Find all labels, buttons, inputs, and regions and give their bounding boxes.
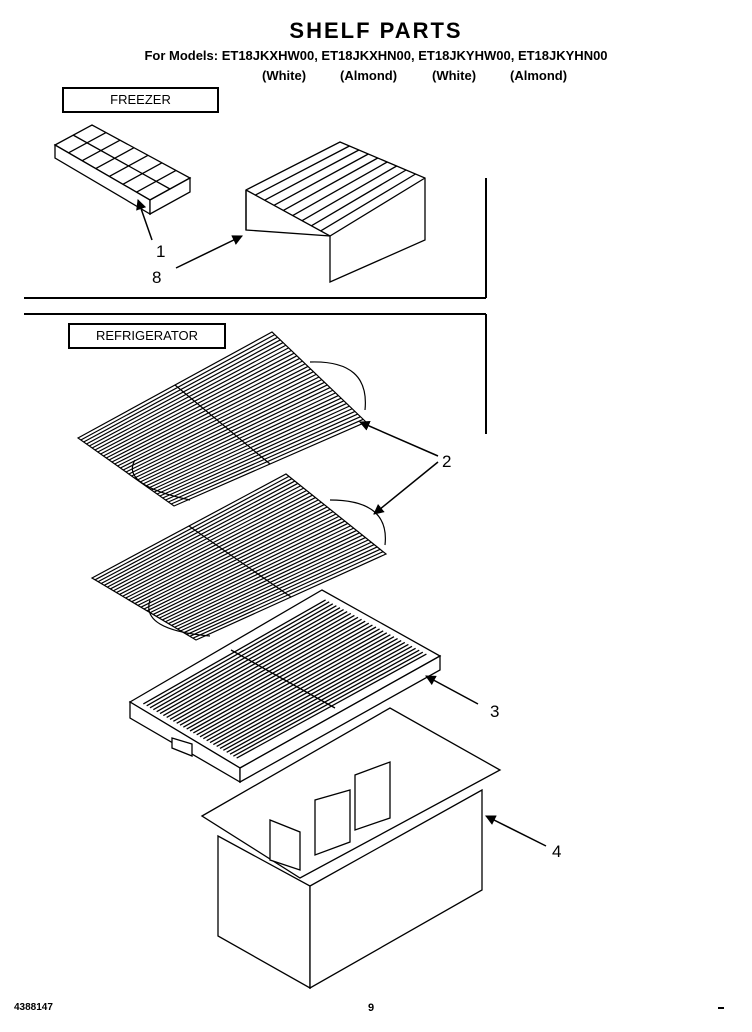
color-label: (Almond) bbox=[510, 68, 568, 83]
callout-8: 8 bbox=[152, 268, 162, 287]
color-list: (White) (Almond) (White) (Almond) bbox=[262, 68, 567, 83]
refrigerator-section-label: REFRIGERATOR bbox=[68, 323, 226, 349]
section-frame bbox=[24, 178, 487, 434]
refrigerator-wire-shelf-lower bbox=[90, 473, 388, 641]
freezer-wire-shelf-part bbox=[245, 141, 426, 283]
refrigerator-wire-shelf-upper bbox=[76, 331, 368, 507]
callout-3: 3 bbox=[490, 702, 500, 721]
document-number: 4388147 bbox=[14, 1002, 53, 1013]
callout-1: 1 bbox=[156, 242, 166, 261]
color-label: (White) bbox=[432, 68, 477, 83]
page-number: 9 bbox=[368, 1002, 375, 1014]
callout-4: 4 bbox=[552, 842, 562, 861]
leader-lines bbox=[136, 199, 547, 847]
freezer-section-label: FREEZER bbox=[62, 87, 219, 113]
page-title: SHELF PARTS bbox=[289, 18, 463, 43]
model-list: For Models: ET18JKXHW00, ET18JKXHN00, ET… bbox=[144, 48, 608, 63]
crisper-cover-part bbox=[128, 589, 442, 784]
crisper-pan-part bbox=[200, 707, 502, 990]
color-label: (White) bbox=[262, 68, 307, 83]
callout-2: 2 bbox=[442, 452, 452, 471]
color-label: (Almond) bbox=[340, 68, 398, 83]
ice-tray-part bbox=[53, 124, 192, 216]
